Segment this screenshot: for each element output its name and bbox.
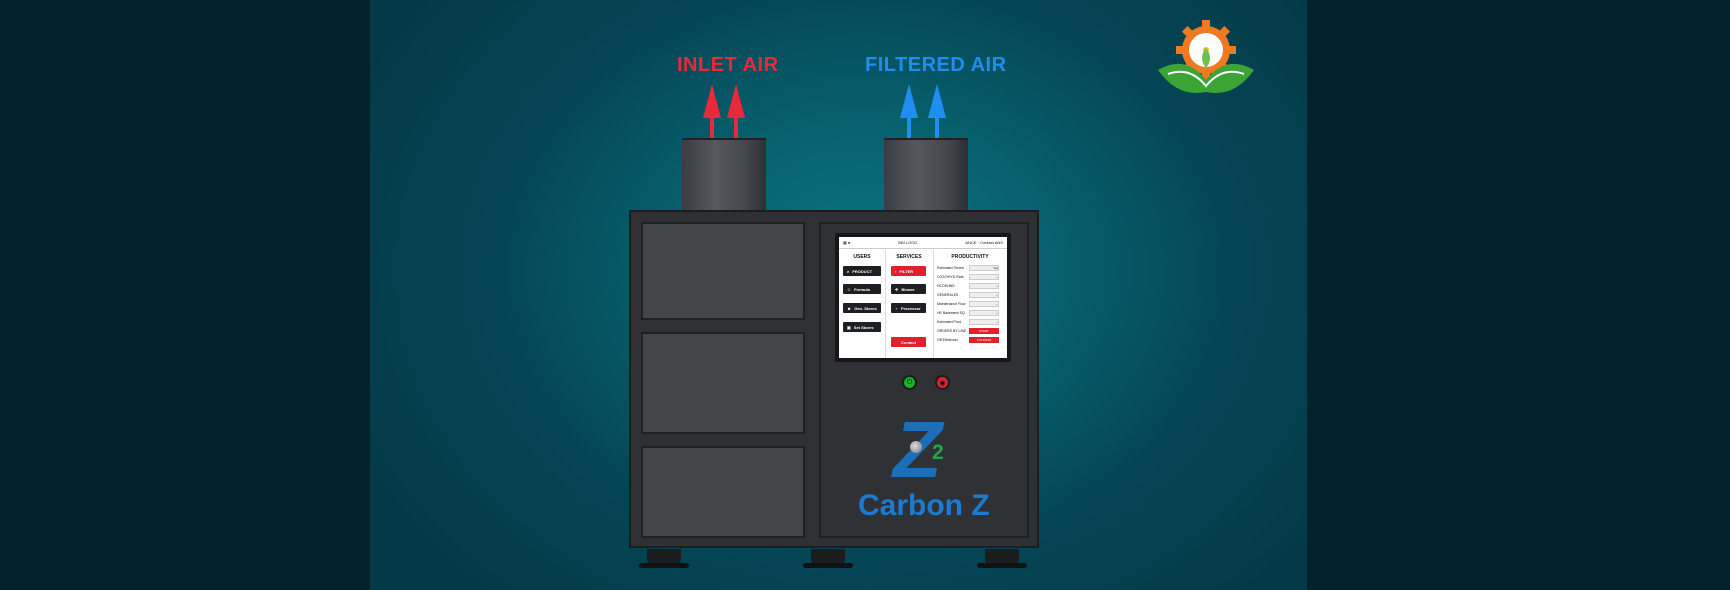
foot-right (977, 549, 1027, 568)
inlet-pipe (682, 138, 766, 214)
keyhole-lock-icon[interactable] (910, 441, 922, 453)
menu-grid-icon[interactable]: ▦ ● (843, 240, 851, 245)
productivity-row: GENERALES⌄ (937, 291, 999, 298)
productivity-row: Estimated Prod⌄ (937, 318, 999, 325)
right-dark-panel (1307, 0, 1730, 590)
screen-top-status: ANCE · Contact ANS (965, 240, 1003, 245)
stop-button[interactable]: ◉ (935, 375, 950, 390)
services-column: SERVICES ▪FILTER ✣Blower ♆Processor Cont… (885, 250, 934, 358)
drawer-middle[interactable] (641, 332, 805, 434)
productivity-row: HE Basement SQ⌄ (937, 309, 999, 316)
filter-button[interactable]: ▪FILTER (891, 266, 926, 276)
stop-icon: ◉ (939, 379, 946, 387)
chip-icon: ♆ (895, 305, 898, 311)
contact-button[interactable]: Contact (891, 337, 926, 347)
left-dark-panel (0, 0, 370, 590)
user-icon: ☺ (847, 286, 852, 292)
productivity-row: HCOSHND⌄ (937, 282, 999, 289)
foot-left (639, 549, 689, 568)
blower-button[interactable]: ✣Blower (891, 284, 926, 294)
lock-icon: ▪ (895, 268, 897, 274)
services-title: SERVICES (896, 254, 922, 260)
screen-top-bar: ▦ ● BBI LOGO ANCE · Contact ANS (839, 237, 1007, 249)
set-stores-button[interactable]: ▣Set Stores (843, 322, 881, 332)
users-title: USERS (853, 254, 871, 260)
users-column: USERS ⌕PRODUCT ☺Formula ☻Gen. Stores ▣Se… (839, 250, 886, 358)
start-button[interactable]: ⏻ (902, 375, 917, 390)
touch-screen[interactable]: ▦ ● BBI LOGO ANCE · Contact ANS USERS ⌕P… (839, 237, 1007, 358)
inlet-arrows-icon (703, 84, 745, 139)
fan-icon: ✣ (895, 286, 899, 292)
gen-stores-button[interactable]: ☻Gen. Stores (843, 303, 881, 313)
power-icon: ⏻ (906, 378, 913, 386)
product-button[interactable]: ⌕PRODUCT (843, 266, 881, 276)
processor-button[interactable]: ♆Processor (891, 303, 926, 313)
search-icon: ⌕ (847, 268, 850, 274)
drawer-top[interactable] (641, 222, 805, 320)
formula-button[interactable]: ☺Formula (843, 284, 881, 294)
productivity-title: PRODUCTIVITY (951, 254, 989, 260)
gear-leaf-logo-icon (1158, 20, 1254, 94)
brand-mark-subscript: 2 (932, 441, 944, 464)
touch-screen-frame: ▦ ● BBI LOGO ANCE · Contact ANS USERS ⌕P… (835, 233, 1011, 362)
users-icon: ☻ (847, 305, 852, 311)
productivity-row: Maintenance Flow⌄ (937, 300, 999, 307)
brand-name: Carbon Z (858, 489, 990, 522)
screen-top-title: BBI LOGO (898, 240, 918, 245)
productivity-row: CO2/OHYD Rate⌄ (937, 273, 999, 280)
filtered-arrows-icon (900, 84, 946, 139)
filtered-air-label: FILTERED AIR (865, 54, 1007, 76)
drawer-bottom[interactable] (641, 446, 805, 538)
inlet-air-label: INLET AIR (677, 54, 779, 76)
foot-center (803, 549, 853, 568)
box-icon: ▣ (847, 324, 851, 330)
outlet-pipe (884, 138, 968, 214)
